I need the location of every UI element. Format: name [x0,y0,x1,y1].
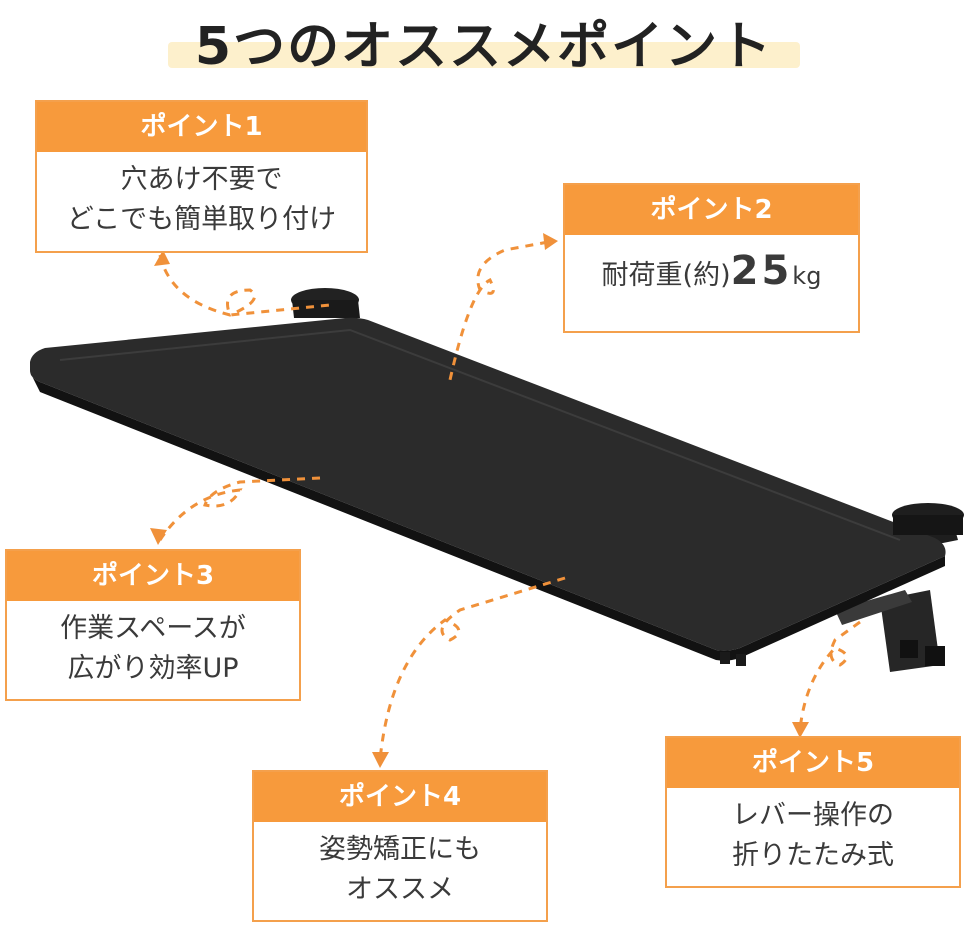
point-line: 姿勢矯正にも [319,834,481,865]
point-card-2: ポイント2 耐荷重(約)25kg [563,183,860,333]
point-label: ポイント4 [254,772,546,822]
point-description: 穴あけ不要で どこでも簡単取り付け [37,152,366,240]
point-line: レバー操作の [732,800,894,831]
load-value: 25 [730,248,793,294]
point-card-3: ポイント3 作業スペースが 広がり効率UP [5,549,301,701]
connector-lines [158,240,861,761]
point-label: ポイント1 [37,102,366,152]
desk-board [30,317,946,661]
point-line: 折りたたみ式 [732,840,894,871]
point-description: 姿勢矯正にも オススメ [254,822,546,910]
point-description: レバー操作の 折りたたみ式 [667,788,959,876]
point-line: オススメ [346,874,454,905]
point-card-4: ポイント4 姿勢矯正にも オススメ [252,770,548,922]
load-unit: kg [792,262,822,290]
point-description: 耐荷重(約)25kg [565,235,858,296]
point-line: 穴あけ不要で [120,164,283,195]
point-line: 広がり効率UP [67,653,239,684]
point-card-5: ポイント5 レバー操作の 折りたたみ式 [665,736,961,888]
point-line: 作業スペースが [60,613,246,644]
point-label: ポイント3 [7,551,299,601]
page-title: 5つのオススメポイント [194,17,774,77]
point-card-1: ポイント1 穴あけ不要で どこでも簡単取り付け [35,100,368,253]
point-label: ポイント5 [667,738,959,788]
title-highlight [168,42,800,68]
point-description: 作業スペースが 広がり効率UP [7,601,299,689]
clamp-front [720,503,964,666]
connector-arrows [150,233,809,768]
clamp-left [291,288,360,318]
title-area: 5つのオススメポイント [0,0,968,80]
load-prefix: 耐荷重(約) [601,260,731,291]
point-line: どこでも簡単取り付け [66,204,337,235]
point-label: ポイント2 [565,185,858,235]
